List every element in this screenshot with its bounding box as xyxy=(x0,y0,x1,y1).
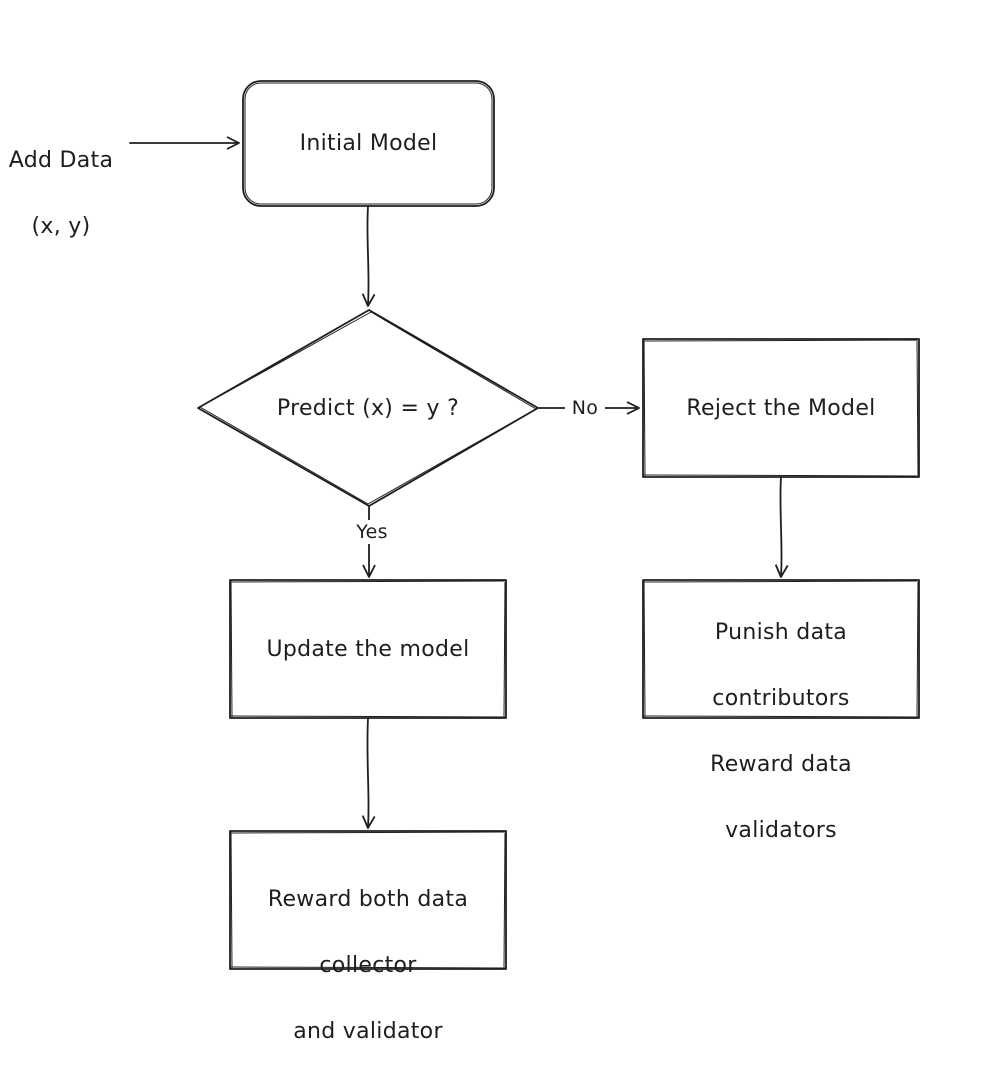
punish-reward-label: Punish data contributors Reward data val… xyxy=(643,583,919,880)
input-label-line-1: Add Data xyxy=(8,148,114,173)
yes-edge-label: Yes xyxy=(348,520,396,544)
flowchart-canvas xyxy=(129,80,920,970)
punish-reward-line-3: Reward data xyxy=(710,752,852,777)
reward-both-line-1: Reward both data xyxy=(267,887,469,912)
no-edge-label: No xyxy=(565,396,605,420)
initial-model-label: Initial Model xyxy=(299,131,438,156)
punish-reward-line-1: Punish data xyxy=(714,620,848,645)
reward-both-line-3: and validator xyxy=(293,1019,443,1044)
arrow-model-to-decision xyxy=(361,205,376,307)
arrow-update-to-reward xyxy=(361,717,376,829)
reward-both-label: Reward both data collector and validator xyxy=(230,850,506,1081)
arrow-reject-to-punish xyxy=(774,476,789,578)
reward-both-line-2: collector xyxy=(319,953,417,978)
decision-label: Predict (x) = y ? xyxy=(276,396,460,421)
reject-model-label: Reject the Model xyxy=(686,396,876,421)
punish-reward-box xyxy=(642,579,920,719)
update-model-label: Update the model xyxy=(266,637,470,662)
input-label: Add Data (x, y) xyxy=(0,111,122,276)
input-label-line-2: (x, y) xyxy=(31,214,91,239)
reward-both-box xyxy=(229,830,507,970)
punish-reward-line-2: contributors xyxy=(712,686,850,711)
punish-reward-line-4: validators xyxy=(725,818,837,843)
